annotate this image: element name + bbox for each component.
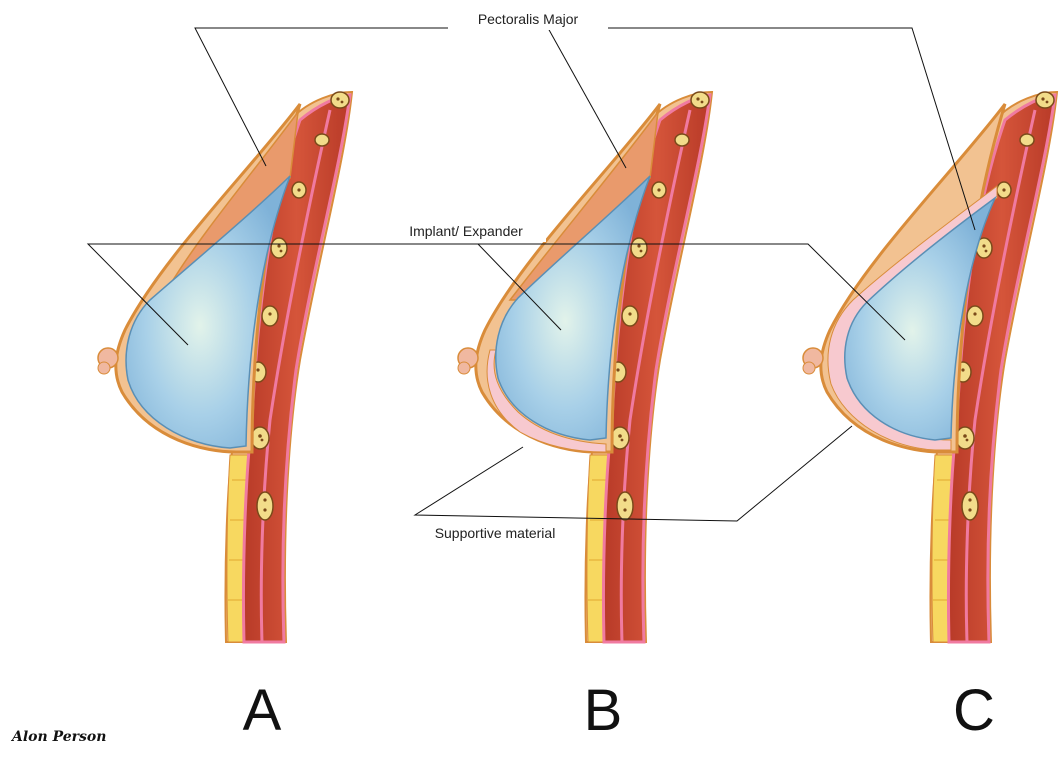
panel-a — [98, 92, 352, 642]
pectoralis-label: Pectoralis Major — [478, 11, 579, 27]
supportive-label: Supportive material — [435, 525, 556, 541]
panel-letter-a: A — [243, 678, 282, 743]
pectoralis-leader-b — [548, 28, 626, 168]
panel-c — [803, 92, 1057, 642]
panel-b — [458, 92, 712, 642]
artist-signature: Alon Person — [10, 729, 106, 745]
panel-letter-b: B — [584, 678, 623, 743]
panel-letter-c: C — [953, 678, 995, 743]
implant-label: Implant/ Expander — [409, 223, 523, 239]
